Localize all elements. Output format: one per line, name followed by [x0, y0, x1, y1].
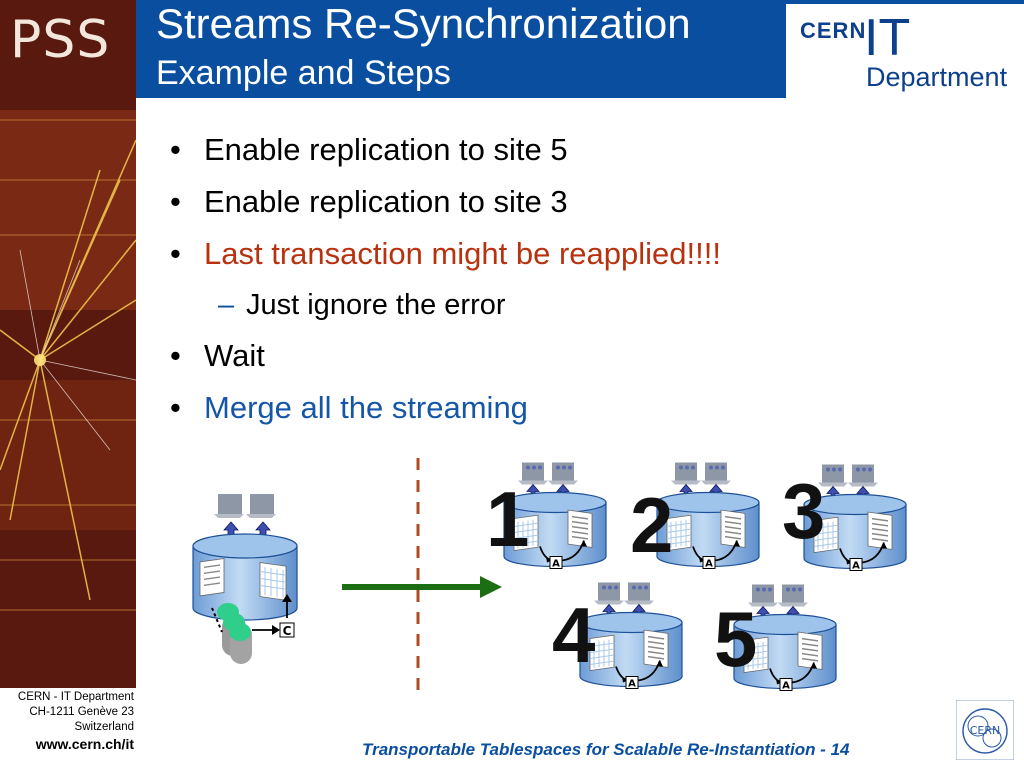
bullet-item: • Enable replication to site 3 [160, 176, 980, 228]
address-block: CERN - IT Department CH-1211 Genève 23 S… [0, 688, 136, 768]
bullet-text: Wait [204, 338, 265, 373]
site-5-number: 5 [714, 595, 758, 683]
bullet-dot: • [170, 184, 181, 219]
slide-title: Streams Re-Synchronization [156, 0, 691, 47]
bullet-item: • Merge all the streaming [160, 382, 980, 434]
collision-background-image [0, 0, 136, 688]
source-database [192, 494, 298, 664]
sub-bullet-dash: – [218, 289, 235, 321]
diagram-canvas: A [192, 458, 908, 700]
slide-footer: Transportable Tablespaces for Scalable R… [362, 740, 850, 759]
logo-department-text: Department [866, 62, 1008, 92]
site-4-number: 4 [552, 591, 596, 679]
website-link[interactable]: www.cern.ch/it [35, 736, 134, 752]
bullet-dot: • [170, 132, 181, 167]
bullet-item: • Last transaction might be reapplied!!!… [160, 228, 980, 280]
bullet-dot: • [170, 338, 181, 373]
address-line: Switzerland [74, 721, 134, 733]
address-line: CH-1211 Genève 23 [29, 706, 134, 718]
cern-badge-logo: CERN [955, 699, 1015, 761]
transition-arrowhead [480, 576, 502, 598]
cern-it-logo: CERN IT Department [786, 4, 1024, 98]
bullet-text: Enable replication to site 3 [204, 184, 568, 219]
bullet-text-warning: Last transaction might be reapplied!!!! [204, 236, 721, 271]
bullet-list: • Enable replication to site 5 • Enable … [160, 124, 980, 434]
pss-logo: PSS [10, 10, 111, 70]
logo-cern-text: CERN [800, 18, 867, 43]
sub-bullet-text: Just ignore the error [246, 289, 506, 321]
bullet-text-highlight: Merge all the streaming [204, 390, 528, 425]
svg-text:CERN: CERN [970, 724, 1001, 737]
address-line: CERN - IT Department [17, 691, 134, 703]
replication-diagram: A [0, 440, 1024, 730]
logo-it-text: IT [864, 9, 911, 67]
source-db-tag: C [283, 624, 292, 638]
site-2-number: 2 [630, 481, 674, 569]
cern-emblem-icon: CERN [955, 699, 1015, 761]
bullet-dot: • [170, 390, 181, 425]
sidebar: PSS CERN - IT Department CH-1211 Genève … [0, 0, 136, 768]
site-3-number: 3 [782, 467, 826, 555]
bullet-text: Enable replication to site 5 [204, 132, 568, 167]
slide-subtitle: Example and Steps [156, 54, 451, 92]
bullet-item: • Enable replication to site 5 [160, 124, 980, 176]
bullet-item: • Wait [160, 330, 980, 382]
bullet-dot: • [170, 236, 181, 271]
sub-bullet-item: – Just ignore the error [160, 280, 980, 330]
site-1-number: 1 [486, 475, 530, 563]
